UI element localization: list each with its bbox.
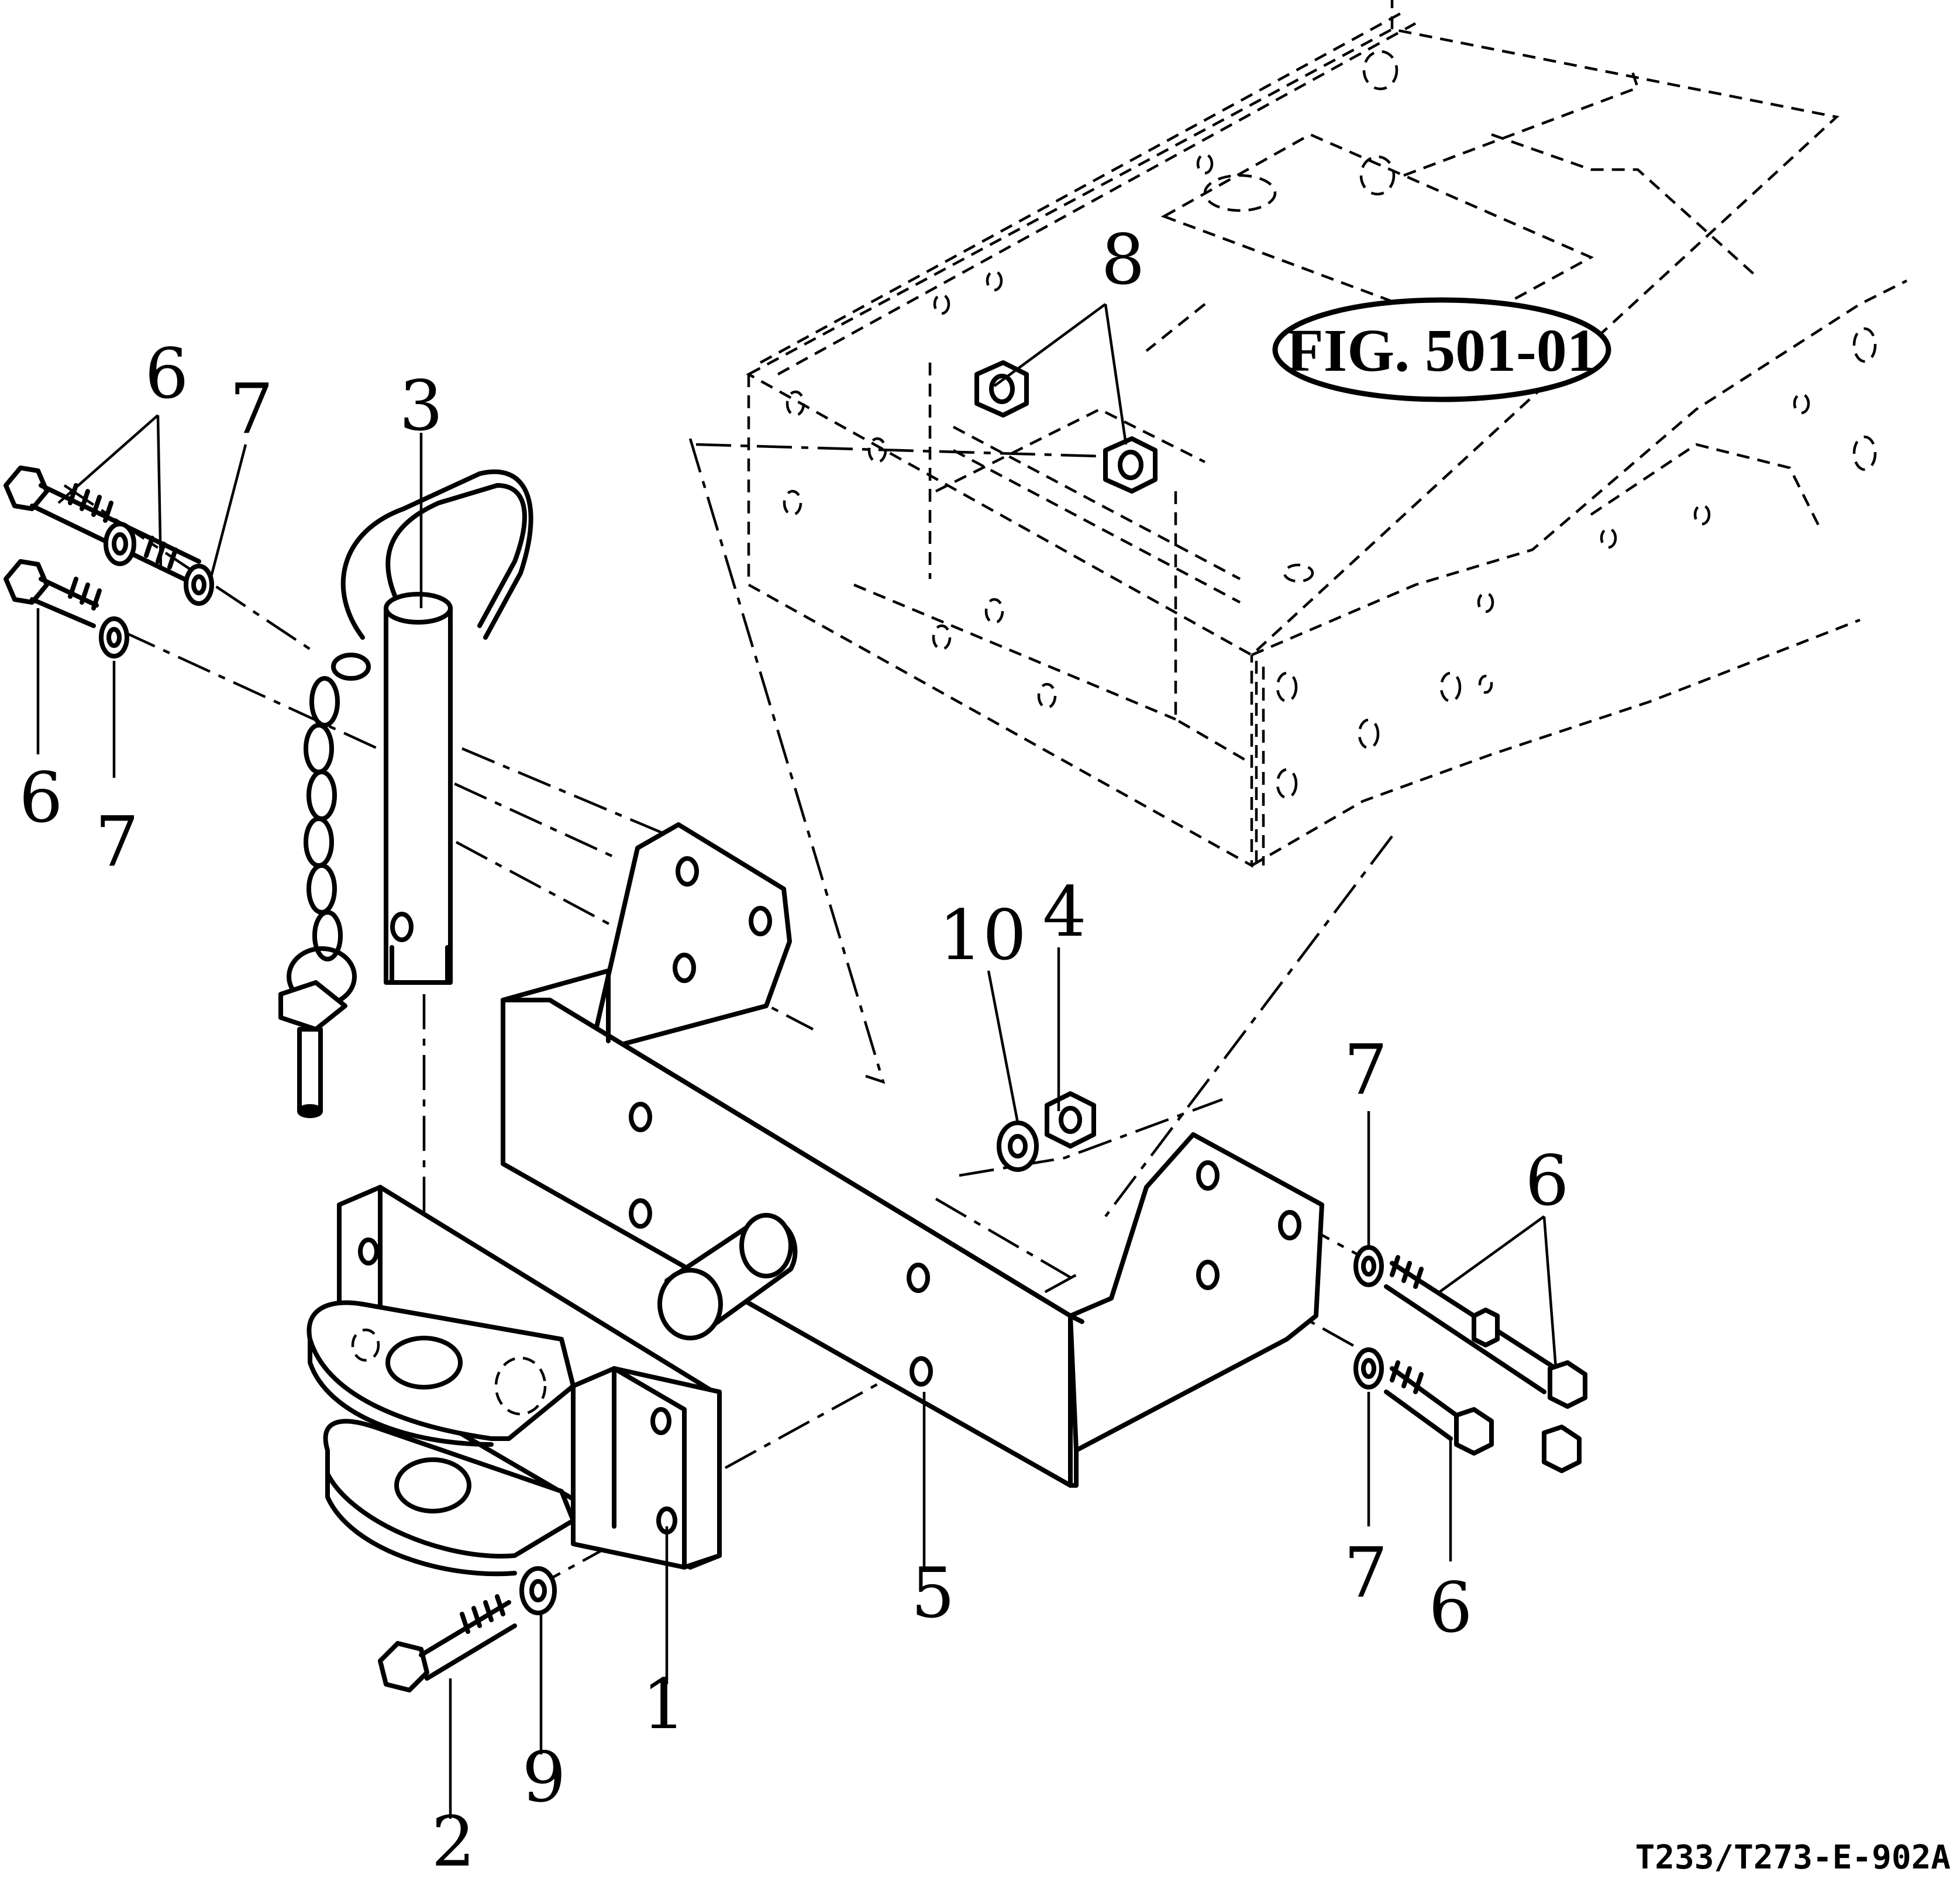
callout-8: 8 <box>1101 219 1145 300</box>
callout-7-right-lower: 7 <box>1344 1532 1387 1613</box>
callout-6-upper-left: 6 <box>144 333 188 414</box>
part-1-drawbar-hitch <box>306 1185 722 1577</box>
callout-7-upper-left: 7 <box>229 368 273 449</box>
bolt-2-washer-9 <box>378 1566 557 1692</box>
chain <box>278 653 371 1118</box>
part-3-hitch-pin <box>278 469 533 1118</box>
tractor-frame-reference <box>746 0 1908 871</box>
callouts: 1 2 9 3 4 10 5 8 6 7 6 7 7 6 7 6 <box>19 219 1569 1879</box>
callout-3: 3 <box>399 366 443 446</box>
callout-2: 2 <box>431 1801 475 1879</box>
leader-lines <box>36 303 1558 1819</box>
nuts-and-washers <box>974 360 1158 1172</box>
callout-4: 4 <box>1042 871 1086 952</box>
bolt-set-upper-left <box>4 466 214 658</box>
bolt-set-right <box>1353 1245 1587 1473</box>
figure-reference-text: FIG. 501-01 <box>1286 317 1597 384</box>
callout-6-right-lower: 6 <box>1428 1567 1472 1648</box>
figure-reference-badge[interactable]: FIG. 501-01 <box>1272 297 1611 402</box>
callout-6-left: 6 <box>19 757 63 838</box>
drawing-code: T233/T273-E-902A <box>1635 1839 1951 1877</box>
part-5-drawbar-bracket <box>501 822 1324 1488</box>
callout-9: 9 <box>522 1737 566 1818</box>
callout-6-right-upper: 6 <box>1525 1140 1569 1221</box>
figure-reference-ellipse <box>1272 297 1611 402</box>
callout-5: 5 <box>911 1553 955 1633</box>
callout-7-left: 7 <box>95 801 139 882</box>
callout-10: 10 <box>939 895 1026 975</box>
callout-7-right-upper: 7 <box>1344 1029 1387 1110</box>
callout-1: 1 <box>642 1664 686 1744</box>
